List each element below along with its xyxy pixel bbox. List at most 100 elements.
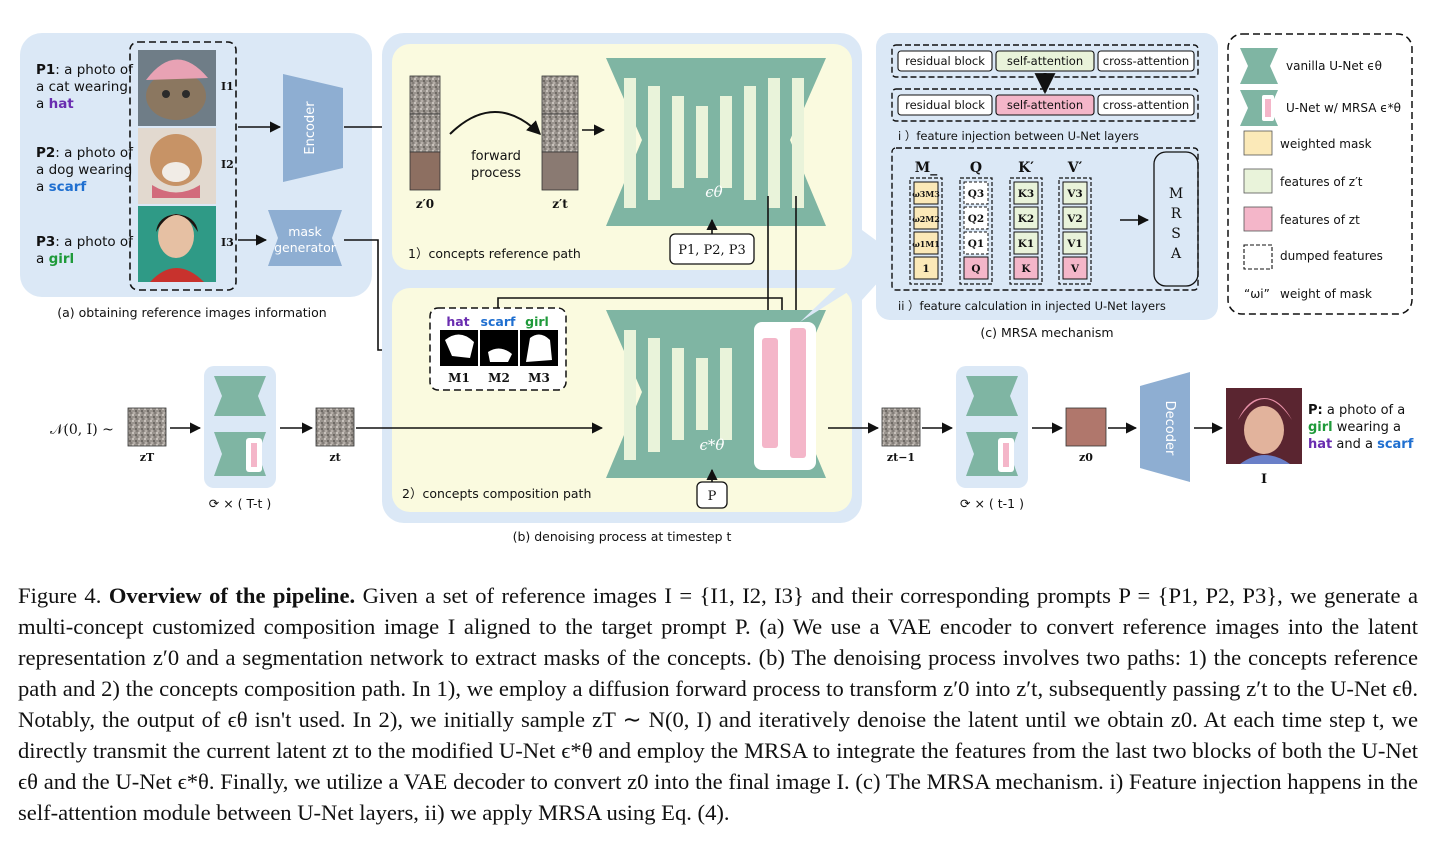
mrsa-cell-q_cells-0 [963,181,989,205]
mrsa-cell-m_cells-2 [913,231,939,255]
svg-text:hat and a scarf: hat and a scarf [1308,437,1414,452]
panel-c-caption: (c) MRSA mechanism [980,325,1113,340]
row2-self-attention: self-attention [1007,98,1083,112]
header-v: V′ [1067,160,1083,176]
legend-dumped-swatch [1243,244,1273,270]
vanilla-unet [606,58,826,226]
mrsa-letter-s: S [1171,226,1181,242]
label-eps-theta: ϵθ [705,183,722,201]
pipeline-figure: P1: a photo of a cat wearing a hat P2: a… [20,33,1414,544]
mrsa-cell-v_cells-2 [1062,231,1088,255]
legend-omega: “ωi” [1244,287,1270,301]
label-zt: zt [329,451,341,464]
mrsa-letter-a: A [1170,246,1182,262]
mask-generator-label-2: generator [274,240,337,255]
row1-residual: residual block [905,54,985,68]
mrsa-cell-label-k_cells-3: K [1021,263,1031,275]
mrsa-cell-label-v_cells-0: V3 [1066,188,1082,200]
mrsa-cell-label-k_cells-2: K1 [1018,238,1034,250]
noise-distribution: 𝒩(0, I) ~ [50,422,114,438]
latent-zt [315,407,355,447]
label-z0-prime: z′0 [416,197,434,211]
legend-vanilla: vanilla U-Net ϵθ [1286,59,1382,73]
row2-residual: residual block [905,98,985,112]
forward-label-1: forward [471,149,521,164]
label-m1: M1 [448,371,470,385]
injection-label: i ）feature injection between U-Net layer… [898,129,1139,143]
mrsa-cell-m_cells-1 [913,206,939,230]
label-zt-prime: z′t [552,197,568,211]
decoder-label: Decoder [1162,401,1177,456]
mrsa-cell-label-v_cells-1: V2 [1066,213,1082,225]
reference-path-label: 1）concepts reference path [408,246,581,261]
panel-a-caption: (a) obtaining reference images informati… [57,305,326,320]
mrsa-cell-label-m_cells-1: ω2M2 [912,214,940,224]
legend-dumped: dumped features [1280,249,1383,263]
mask-images [440,330,558,366]
mrsa-cell-q_cells-2 [963,231,989,255]
mrsa-cell-label-m_cells-0: ω3M3 [912,189,940,199]
mrsa-cell-label-k_cells-0: K3 [1018,188,1034,200]
mrsa-cell-label-q_cells-1: Q2 [968,213,984,225]
reference-image-dog [138,128,216,204]
mrsa-cell-label-q_cells-0: Q3 [968,188,984,200]
svg-text:a cat wearing: a cat wearing [36,79,128,95]
header-m: M_ [915,160,938,176]
svg-text:P3: a photo of: P3: a photo of [36,234,134,250]
mrsa-cell-q_cells-3 [963,256,989,280]
legend-zt-swatch [1243,206,1273,232]
mrsa-cell-k_cells-3 [1013,256,1039,280]
mrsa-cell-label-q_cells-2: Q1 [968,238,984,250]
latent-zt-prime-stack [541,75,579,191]
svg-text:P2: a photo of: P2: a photo of [36,145,134,161]
svg-text:a hat: a hat [36,96,74,112]
label-m3: M3 [528,371,550,385]
reference-image-girl [138,206,216,282]
mrsa-cell-label-m_cells-2: ω1M1 [912,239,940,249]
mrsa-cell-v_cells-0 [1062,181,1088,205]
label-zT: zT [140,451,155,464]
mask-generator-block [268,210,342,266]
mrsa-cell-label-q_cells-3: Q [971,263,980,275]
reference-images-frame [129,41,237,291]
mrsa-cell-v_cells-3 [1062,256,1088,280]
figure-caption: Figure 4. Overview of the pipeline. Give… [18,580,1418,828]
loop1-label: ⟳ × ( T-t ) [209,496,272,511]
prompt-p3: P3: a photo of a girl [36,234,134,267]
mrsa-unet [606,310,826,478]
caption-fig-number: Figure 4. [18,583,102,608]
latent-z0-prime-stack [409,75,441,191]
prompt-box-p-label: P [708,489,717,504]
mrsa-block [1153,151,1199,287]
mrsa-cell-label-v_cells-2: V1 [1066,238,1082,250]
panel-b-caption: (b) denoising process at timestep t [513,529,732,544]
mrsa-cell-k_cells-0 [1013,181,1039,205]
mask-word-girl: girl [525,314,549,329]
composition-path-label: 2）concepts composition path [402,486,591,501]
row1-self-attention: self-attention [1007,54,1083,68]
label-i2: I2 [221,158,234,171]
caption-body: Given a set of reference images I = {I1,… [18,583,1418,825]
legend-mrsa: U-Net w/ MRSA ϵ*θ [1286,101,1401,115]
legend-zt: features of zt [1280,213,1360,227]
svg-text:a dog wearing: a dog wearing [36,162,132,178]
forward-label-2: process [471,166,521,181]
latent-zt-1 [881,407,921,447]
mask-word-hat: hat [446,314,469,329]
label-zt-1: zt−1 [887,451,915,464]
legend-vanilla-icon [1240,48,1278,84]
legend-frame [1227,33,1413,315]
svg-text:P: a photo of a: P: a photo of a [1308,403,1405,418]
prompt-p1: P1: a photo of a cat wearing a hat [36,62,134,112]
final-prompt: P: a photo of a girl wearing a hat and a… [1308,403,1414,452]
mrsa-cell-v_cells-1 [1062,206,1088,230]
label-i3: I3 [221,236,234,249]
mask-generator-label-1: mask [288,224,322,239]
calc-label: ii ）feature calculation in injected U-Ne… [898,299,1166,313]
loop1-vanilla-unet [214,376,266,416]
mrsa-cell-k_cells-1 [1013,206,1039,230]
mrsa-letter-m: M [1169,186,1183,202]
mrsa-cell-q_cells-1 [963,206,989,230]
mrsa-cell-label-m_cells-3: 1 [922,263,929,275]
header-q: Q [970,160,982,176]
